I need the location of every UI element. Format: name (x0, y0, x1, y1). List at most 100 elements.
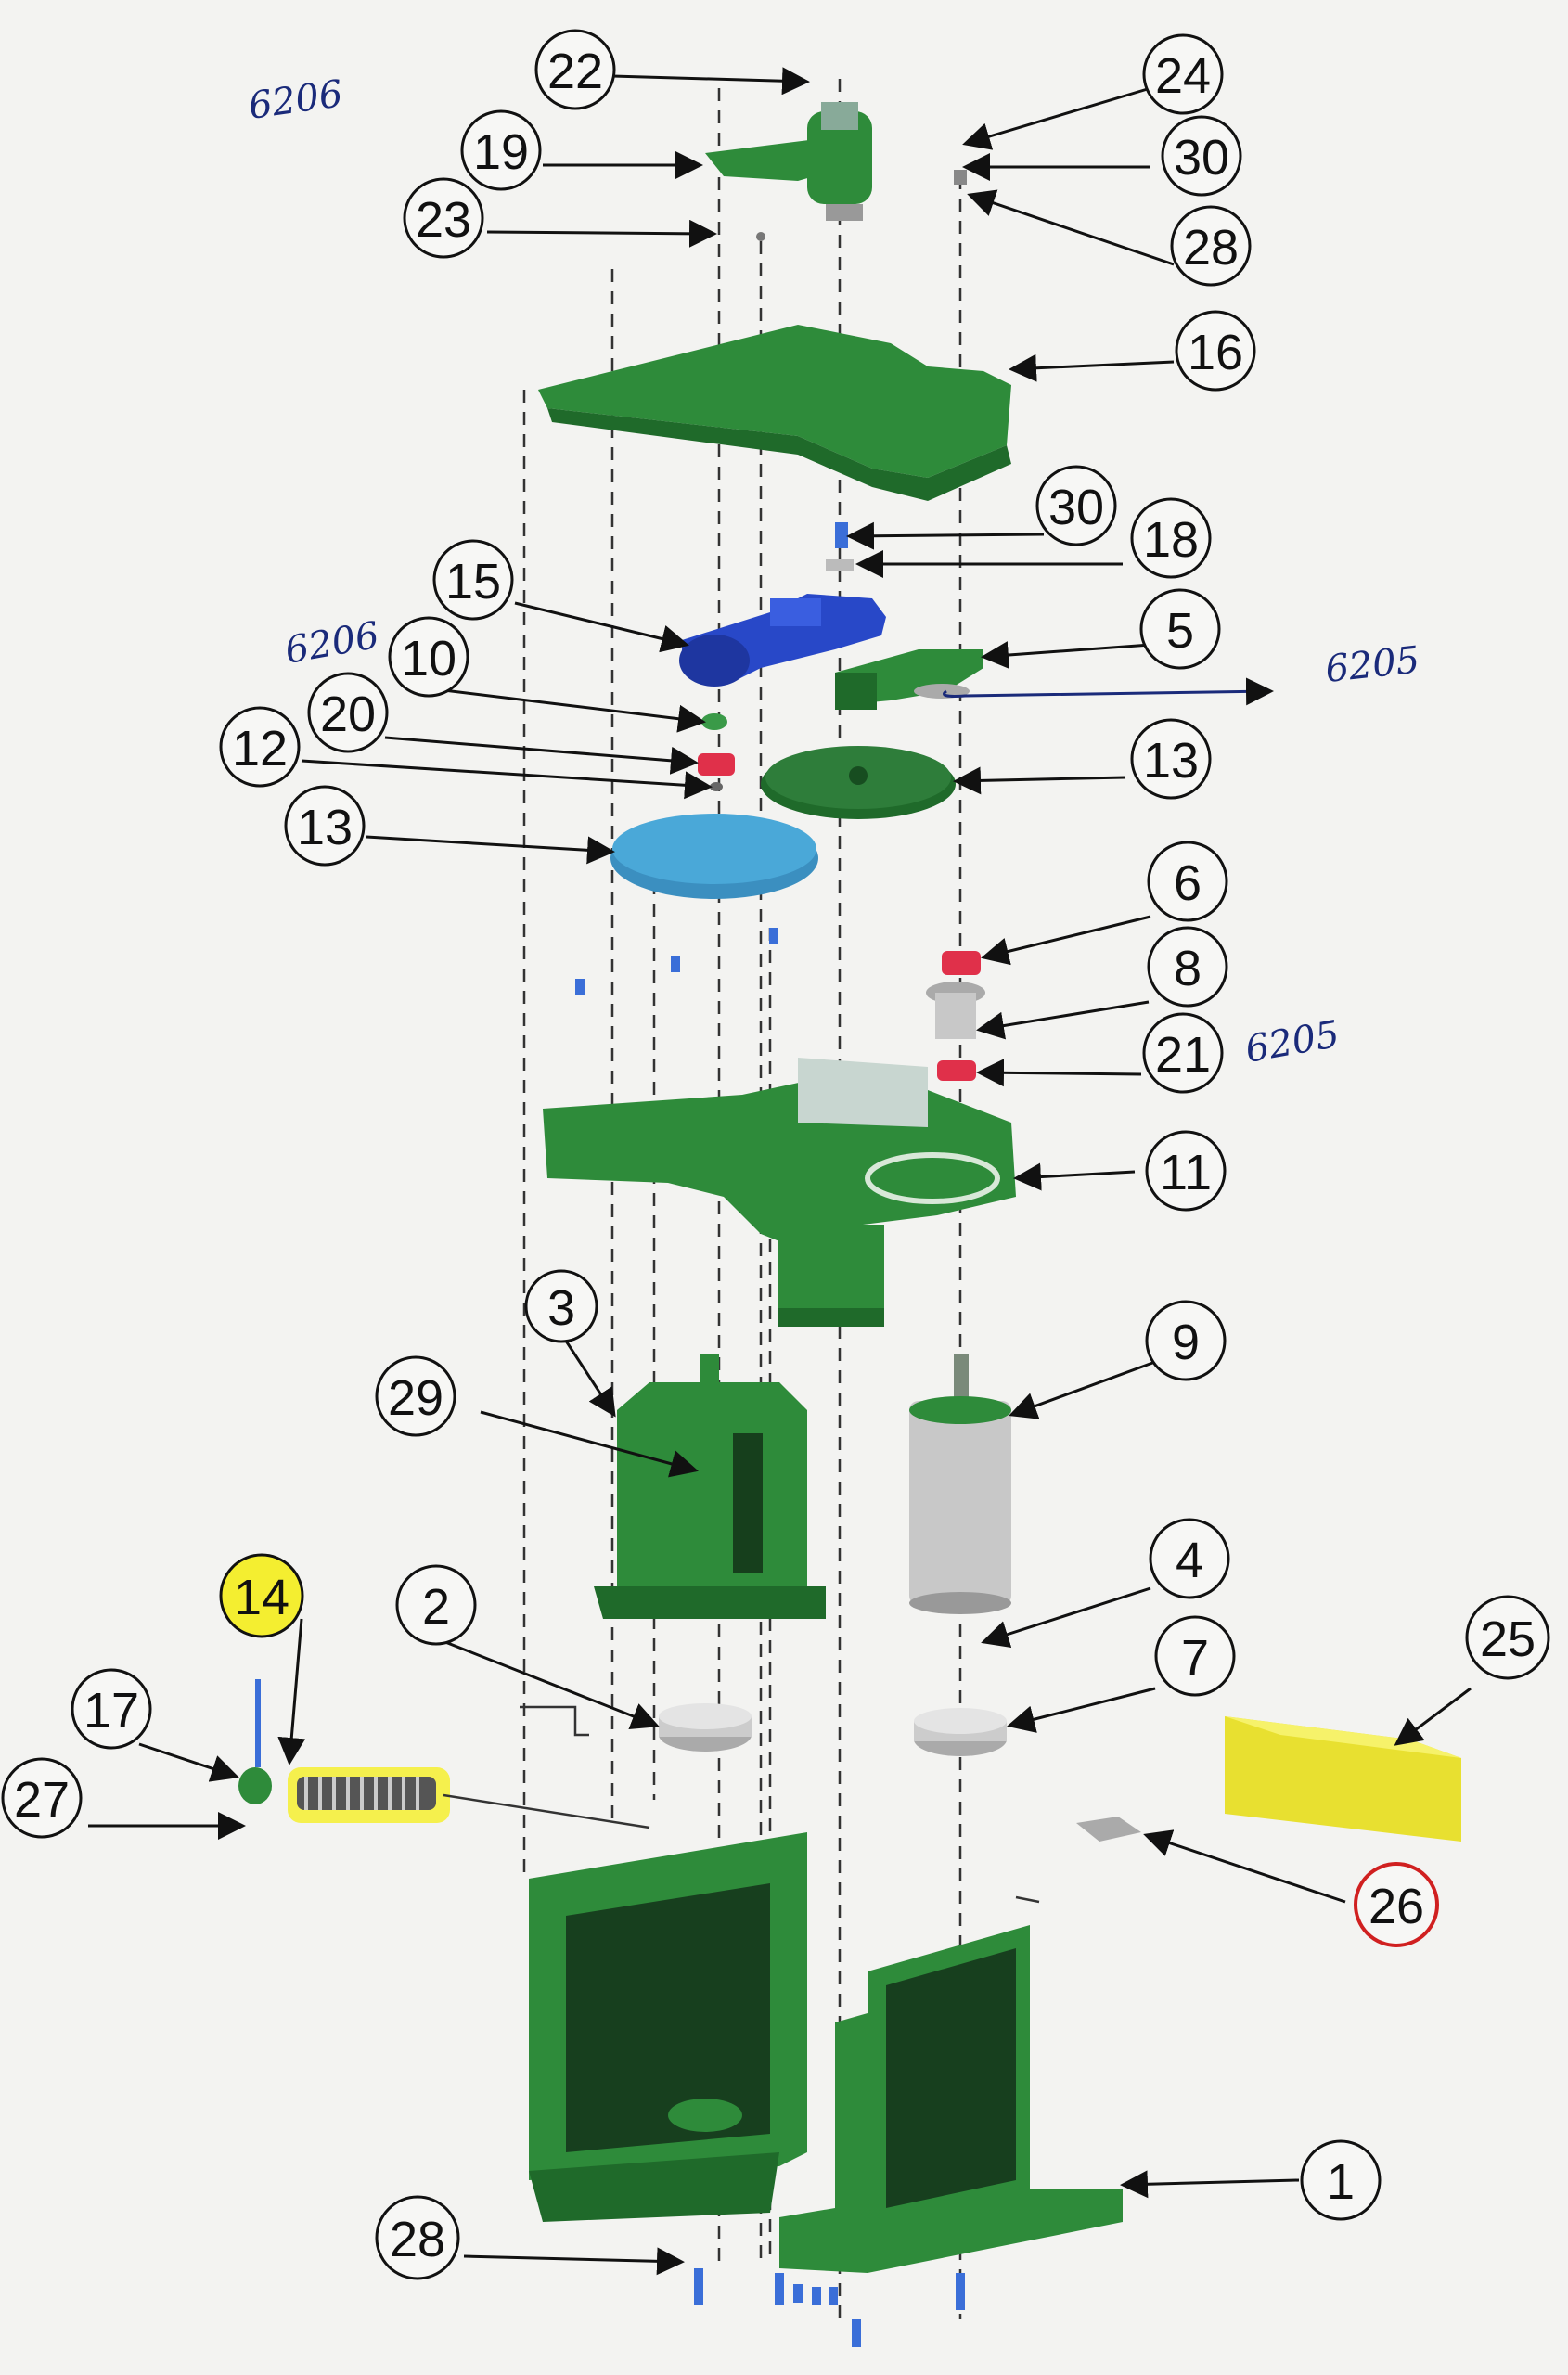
callout-circle (219, 706, 301, 788)
callout-circle (1149, 1518, 1230, 1599)
callout-number: 10 (401, 631, 456, 687)
callout-circle (284, 785, 366, 867)
callout-circle (460, 109, 542, 191)
callout-number: 27 (14, 1772, 70, 1828)
part-13-gear-dark (761, 746, 956, 819)
bottom-screws (694, 2268, 965, 2347)
callout-c28a: 28 (1170, 205, 1252, 287)
part-20-bearing (698, 753, 735, 776)
callout-c19: 19 (460, 109, 542, 191)
callout-number: 18 (1143, 512, 1199, 568)
part-9-silver-motor (909, 1354, 1011, 1614)
callout-number: 7 (1181, 1630, 1209, 1686)
callout-number: 30 (1048, 480, 1104, 535)
callout-number: 14 (234, 1570, 289, 1625)
callout-c22: 22 (534, 29, 616, 110)
callout-c4: 4 (1149, 1518, 1230, 1599)
callout-c1: 1 (1300, 2139, 1382, 2221)
callout-c25: 25 (1465, 1595, 1550, 1680)
leader-arrows (88, 67, 1472, 2276)
callout-c14: 14 (219, 1553, 304, 1638)
callout-c20: 20 (307, 672, 389, 753)
callout-number: 8 (1174, 941, 1202, 996)
callout-number: 20 (320, 687, 376, 742)
part-13-gear-cyan (610, 814, 818, 899)
part-6-bearing (942, 951, 981, 975)
callout-number: 17 (84, 1683, 139, 1739)
callout-c18: 18 (1130, 497, 1212, 579)
callout-c23: 23 (403, 177, 484, 259)
callout-c7: 7 (1154, 1615, 1236, 1697)
callout-number: 26 (1369, 1879, 1424, 1934)
callout-circle (307, 672, 389, 753)
hand-arrow (943, 677, 1274, 706)
callout-c13b: 13 (284, 785, 366, 867)
callout-circle (395, 1564, 477, 1646)
part-15-blue-bracket (679, 594, 886, 687)
screw (671, 956, 680, 972)
callout-c9: 9 (1145, 1300, 1227, 1381)
callout-number: 9 (1172, 1315, 1200, 1370)
callout-circle (534, 29, 616, 110)
callout-number: 6 (1174, 855, 1202, 911)
callout-circle (388, 616, 469, 698)
callout-number: 21 (1155, 1027, 1211, 1083)
callout-c3: 3 (524, 1269, 598, 1343)
callout-c15: 15 (432, 539, 514, 621)
callout-c30b: 30 (1035, 465, 1117, 546)
callout-c8: 8 (1147, 926, 1228, 1008)
callout-circle (1142, 1012, 1224, 1094)
part-12-spacer (710, 782, 723, 791)
part-30-screw (954, 170, 967, 185)
callout-c6: 6 (1147, 841, 1228, 922)
part-2-ring (659, 1703, 752, 1752)
callout-circle (71, 1668, 152, 1750)
callout-number: 3 (547, 1280, 575, 1336)
callout-circle (375, 1355, 456, 1437)
callout-number: 12 (232, 721, 288, 777)
callout-circle (1300, 2139, 1382, 2221)
callout-c12: 12 (219, 706, 301, 788)
callout-c13a: 13 (1130, 718, 1212, 800)
callout-c2: 2 (395, 1564, 477, 1646)
callout-c28b: 28 (375, 2195, 460, 2280)
callout-number: 1 (1327, 2154, 1355, 2210)
part-30-screw-b (835, 522, 848, 548)
callout-c24: 24 (1142, 33, 1224, 115)
screw (575, 979, 585, 995)
callout-circle (1130, 718, 1212, 800)
callout-number: 22 (547, 44, 603, 99)
callout-circle (375, 2195, 460, 2280)
callout-circle (1142, 33, 1224, 115)
callout-circle (524, 1269, 598, 1343)
callout-circle (403, 177, 484, 259)
callout-c21: 21 (1142, 1012, 1224, 1094)
part-3-motor (594, 1354, 826, 1619)
callout-c29: 29 (375, 1355, 456, 1437)
callout-circle (1130, 497, 1212, 579)
callout-circle (1, 1757, 83, 1839)
callout-number: 23 (416, 192, 471, 248)
part-8-shaft-housing (926, 982, 985, 1039)
part-14-spring (288, 1767, 450, 1823)
callout-circle (1145, 1300, 1227, 1381)
note-6206-top: 6206 (246, 72, 345, 128)
callout-c11: 11 (1145, 1130, 1227, 1212)
callout-circle (432, 539, 514, 621)
part-16-top-plate (538, 325, 1011, 501)
connector-lines (443, 1705, 1040, 1904)
callout-circle (1465, 1595, 1550, 1680)
callout-circle (1154, 1615, 1236, 1697)
callout-number: 15 (445, 554, 501, 610)
callout-circle (1035, 465, 1117, 546)
note-6205-lower: 6205 (1242, 1013, 1343, 1072)
callout-number: 28 (1183, 220, 1239, 276)
callout-circle (219, 1553, 304, 1638)
callout-c16: 16 (1175, 310, 1256, 392)
callout-number: 16 (1188, 325, 1243, 380)
callout-number: 13 (297, 800, 353, 855)
callout-number: 5 (1166, 603, 1194, 659)
